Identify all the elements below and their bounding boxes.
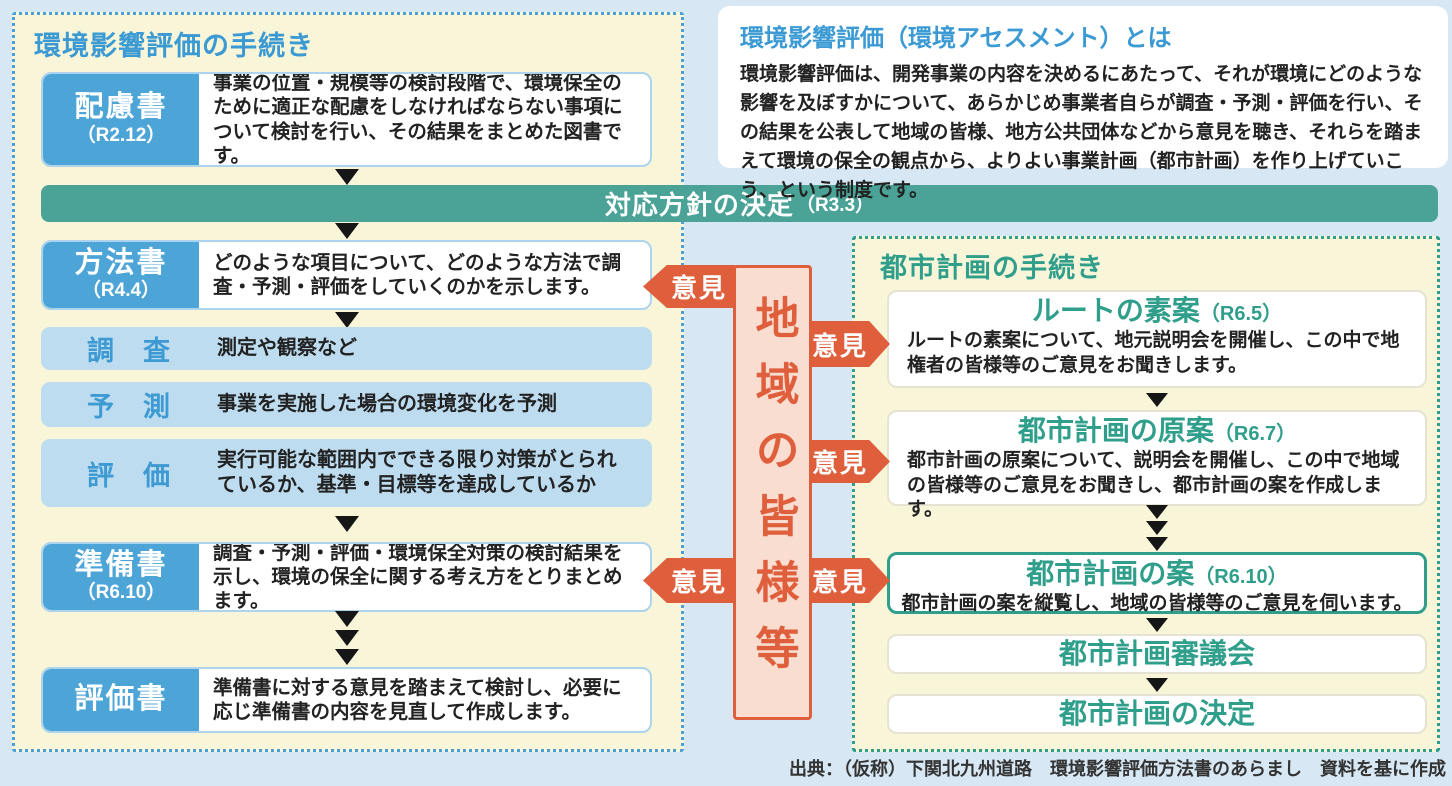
doc-row-preparation: 準備書 （R6.10） 調査・予測・評価・環境保全対策の検討結果を示し、環境の保… — [41, 542, 652, 612]
city-box-heading-date: （R6.10） — [1194, 566, 1288, 588]
down-arrow-icon — [1146, 393, 1168, 407]
step-prediction: 予 測 事業を実施した場合の環境変化を予測 — [41, 382, 652, 427]
down-arrow-icon — [1146, 537, 1168, 551]
doc-desc-preparation: 調査・予測・評価・環境保全対策の検討結果を示し、環境の保全に関する考え方をとりま… — [213, 542, 623, 612]
down-arrow-icon — [335, 611, 359, 627]
step-evaluation-label: 評 価 — [87, 460, 171, 491]
step-prediction-desc: 事業を実施した場合の環境変化を予測 — [217, 393, 557, 415]
down-arrow-icon — [335, 169, 359, 185]
down-arrow-icon — [335, 516, 359, 532]
city-box-plan-draft: 都市計画の原案（R6.7） 都市計画の原案について、説明会を開催し、この中で地域… — [887, 410, 1427, 520]
city-box-heading-text: ルートの素案 — [1031, 295, 1200, 326]
step-evaluation: 評 価 実行可能な範囲内でできる限り対策がとられているか、基準・目標等を達成して… — [41, 439, 652, 507]
city-box-body: 都市計画の原案について、説明会を開催し、この中で地域の皆様等のご意見をお聞きし、… — [907, 450, 1400, 520]
down-arrow-icon — [335, 630, 359, 646]
city-box-heading-text: 都市計画の原案 — [1017, 415, 1214, 446]
doc-label-text: 準備書 — [74, 548, 168, 581]
doc-desc-evaluation-report: 準備書に対する意見を踏まえて検討し、必要に応じ準備書の内容を見直して作成します。 — [213, 676, 622, 723]
step-survey-label: 調 査 — [87, 336, 171, 366]
community-bar-label: 地域の皆様等 — [748, 294, 798, 691]
city-box-body: 都市計画の案を縦覧し、地域の皆様等のご意見を伺います。 — [901, 593, 1413, 615]
down-arrow-icon — [1146, 521, 1168, 535]
down-arrow-icon — [335, 223, 359, 239]
step-evaluation-desc: 実行可能な範囲内でできる限り対策がとられているか、基準・目標等を達成しているか — [217, 449, 617, 496]
triple-down-arrow-icon — [335, 611, 359, 665]
doc-row-consideration: 配慮書 （R2.12） 事業の位置・規模等の検討段階で、環境保全のために適正な配… — [41, 72, 652, 167]
down-arrow-icon — [1146, 678, 1168, 692]
source-note: 出典：（仮称）下関北九州道路 環境影響評価方法書のあらまし 資料を基に作成 — [789, 759, 1446, 779]
eia-panel-title: 環境影響評価の手続き — [34, 31, 314, 61]
doc-desc-consideration: 事業の位置・規模等の検討段階で、環境保全のために適正な配慮をしなければならない事… — [213, 72, 623, 167]
city-box-heading-date: （R6.7） — [1213, 423, 1297, 445]
city-box-heading: 都市計画審議会 — [1058, 637, 1255, 669]
doc-label-method: 方法書 （R4.4） — [43, 242, 199, 308]
city-box-heading: ルートの素案（R6.5） — [889, 295, 1425, 327]
city-box-heading: 都市計画の決定 — [1058, 697, 1255, 729]
city-box-heading: 都市計画の原案（R6.7） — [889, 415, 1425, 447]
triple-down-arrow-icon — [1146, 505, 1168, 551]
step-survey: 調 査 測定や観察など — [41, 327, 652, 370]
about-box: 環境影響評価（環境アセスメント）とは 環境影響評価は、開発事業の内容を決めるにあ… — [718, 6, 1448, 201]
doc-label-text: 方法書 — [74, 246, 168, 279]
city-panel-title: 都市計画の手続き — [880, 253, 1104, 283]
doc-label-text: 評価書 — [74, 683, 168, 716]
policy-decision-bar: 対応方針の決定 （R3.3） — [41, 185, 1438, 222]
doc-row-method: 方法書 （R4.4） どのような項目について、どのような方法で調査・予測・評価を… — [41, 240, 652, 310]
step-survey-desc: 測定や観察など — [217, 337, 357, 359]
down-arrow-icon — [335, 649, 359, 665]
doc-desc-method: どのような項目について、どのような方法で調査・予測・評価をしていくのかを示します… — [213, 251, 621, 298]
city-box-heading: 都市計画の案（R6.10） — [890, 558, 1424, 590]
policy-decision-label: 対応方針の決定 — [604, 190, 794, 220]
city-box-body: ルートの素案について、地元説明会を開催し、この中で地権者の皆様等のご意見をお聞き… — [907, 330, 1400, 376]
doc-label-date: （R6.10） — [76, 582, 166, 604]
about-title: 環境影響評価（環境アセスメント）とは — [740, 25, 1172, 52]
down-arrow-icon — [1146, 505, 1168, 519]
city-box-route-draft: ルートの素案（R6.5） ルートの素案について、地元説明会を開催し、この中で地権… — [887, 290, 1427, 388]
policy-decision-date: （R3.3） — [795, 195, 875, 216]
doc-label-date: （R2.12） — [76, 124, 166, 146]
doc-row-evaluation-report: 評価書 準備書に対する意見を踏まえて検討し、必要に応じ準備書の内容を見直して作成… — [41, 667, 652, 733]
down-arrow-icon — [1146, 618, 1168, 632]
city-box-heading-text: 都市計画の案 — [1026, 558, 1195, 589]
community-bar: 地域の皆様等 — [733, 265, 812, 720]
step-prediction-label: 予 測 — [87, 392, 171, 422]
doc-label-date: （R4.4） — [81, 280, 161, 302]
down-arrow-icon — [335, 312, 359, 328]
city-box-heading-date: （R6.5） — [1199, 303, 1283, 325]
doc-label-text: 配慮書 — [74, 91, 168, 124]
about-body: 環境影響評価は、開発事業の内容を決めるにあたって、それが環境にどのような影響を及… — [740, 64, 1423, 201]
city-box-decision: 都市計画の決定 — [887, 694, 1427, 734]
doc-label-evaluation-report: 評価書 — [43, 669, 199, 731]
doc-label-consideration: 配慮書 （R2.12） — [43, 74, 199, 165]
doc-label-preparation: 準備書 （R6.10） — [43, 544, 199, 610]
city-box-council: 都市計画審議会 — [887, 634, 1427, 674]
city-box-plan-proposal: 都市計画の案（R6.10） 都市計画の案を縦覧し、地域の皆様等のご意見を伺います… — [887, 552, 1427, 614]
